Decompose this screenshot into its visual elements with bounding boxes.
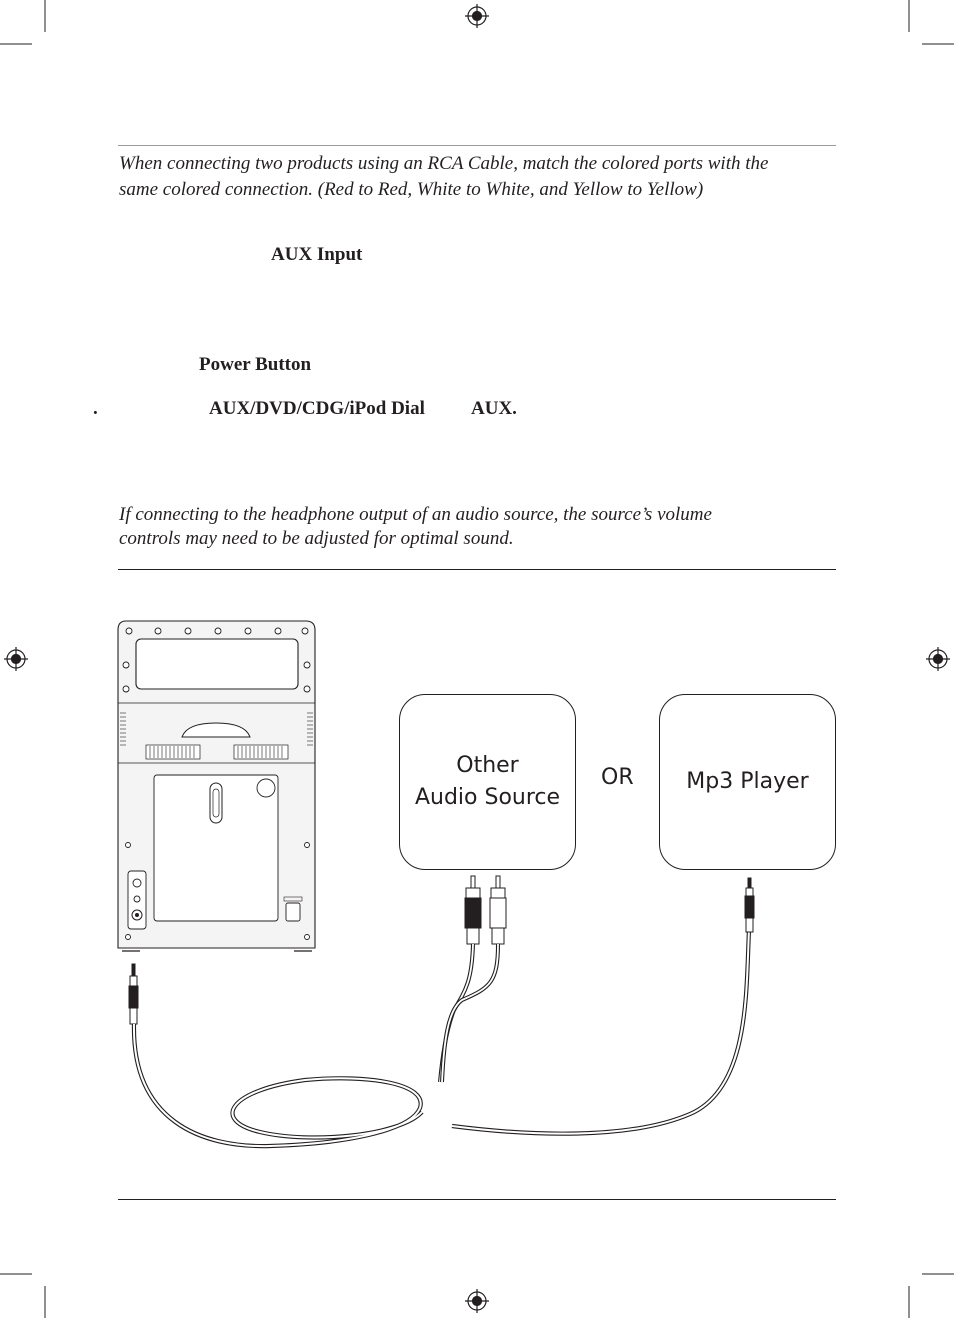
step-bullet: . <box>93 398 98 419</box>
aux-setting-label: AUX. <box>471 398 517 419</box>
registration-mark-bottom <box>465 1289 489 1313</box>
other-audio-source-box: Other Audio Source <box>399 694 576 870</box>
aux-jack <box>132 878 142 888</box>
handle-opening <box>135 638 299 690</box>
registration-mark-left <box>4 647 28 671</box>
dc-jack <box>256 778 276 798</box>
middle-rule <box>118 569 836 570</box>
aux-input-label: AUX Input <box>271 244 363 265</box>
handle-grip <box>181 722 251 738</box>
device-plug <box>128 963 139 1025</box>
rca-note-line2: same colored connection. (Red to Red, Wh… <box>119 179 704 200</box>
bottom-rule <box>118 1199 836 1200</box>
rca-plug-red <box>464 875 482 945</box>
power-switch <box>285 902 301 922</box>
dial-label: AUX/DVD/CDG/iPod Dial <box>209 398 425 419</box>
other-source-line2: Audio Source <box>414 785 561 810</box>
cable-illustration <box>128 875 755 1149</box>
or-label: OR <box>601 765 634 790</box>
side-vents <box>120 712 313 746</box>
mp3-plug <box>744 877 755 933</box>
rca-plug-white <box>489 875 507 945</box>
rca-note-line1: When connecting two products using an RC… <box>119 153 769 174</box>
power-button-label: Power Button <box>199 354 312 375</box>
registration-mark-top <box>465 4 489 28</box>
mp3-player-label: Mp3 Player <box>686 769 809 794</box>
headphone-note-line2: controls may need to be adjusted for opt… <box>119 528 514 549</box>
headphone-note-line1: If connecting to the headphone output of… <box>119 504 712 525</box>
top-rule <box>118 145 836 146</box>
mp3-player-box: Mp3 Player <box>659 694 836 870</box>
speaker-vents <box>145 744 289 760</box>
registration-mark-right <box>926 647 950 671</box>
battery-compartment <box>153 774 279 922</box>
other-source-line1: Other <box>456 753 519 778</box>
karaoke-device-back-illustration <box>117 620 316 952</box>
